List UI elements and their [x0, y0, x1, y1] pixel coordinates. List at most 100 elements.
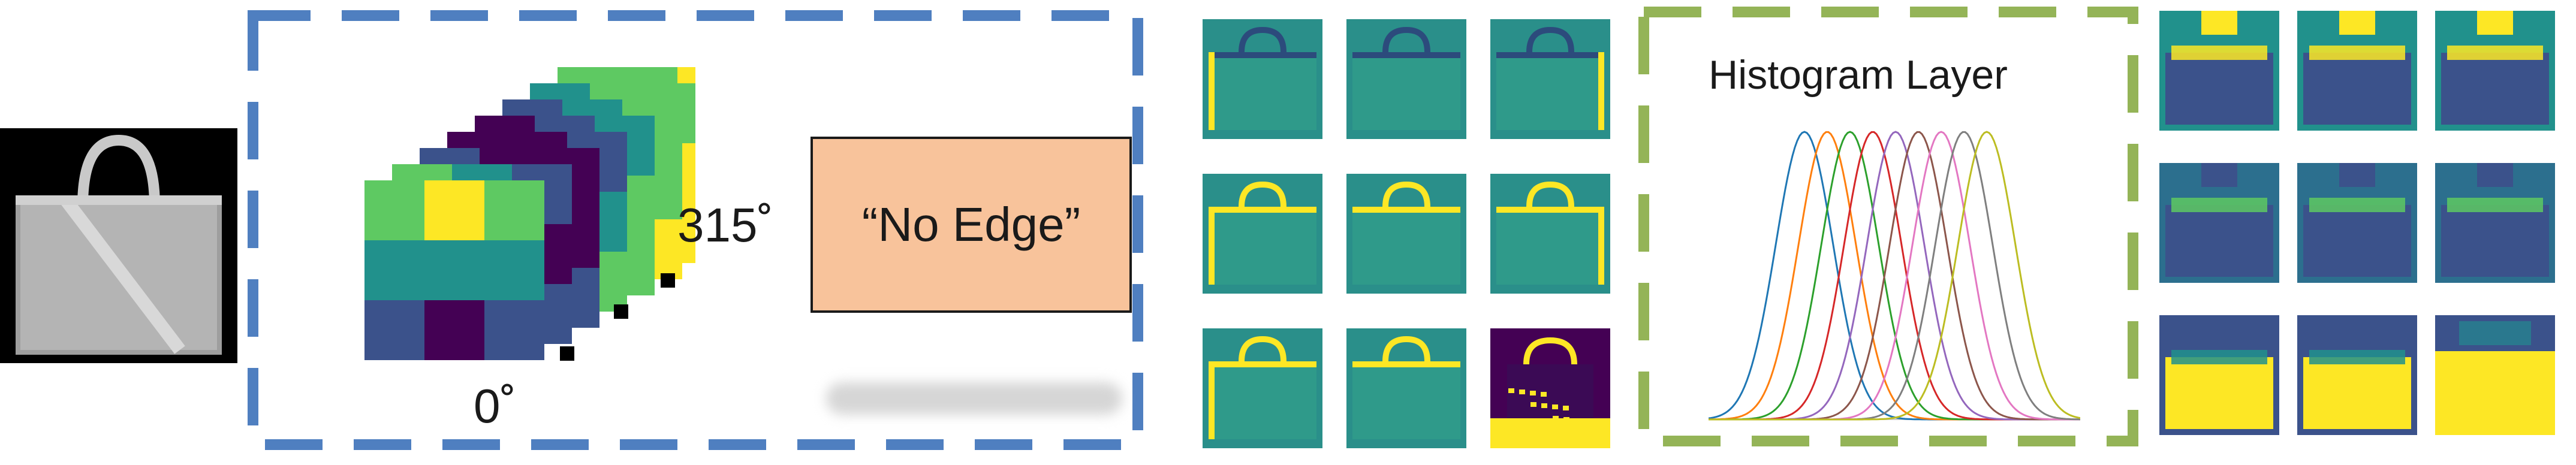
histogram-map [2435, 163, 2555, 283]
feature-map-handle [1239, 336, 1287, 362]
ellipsis-dot [661, 273, 675, 288]
feature-map-edge [1352, 52, 1460, 58]
kernel-cell [484, 240, 544, 300]
histogram-map-body [2165, 357, 2273, 429]
histogram-map-body [2165, 205, 2273, 277]
feature-map-edge [1209, 361, 1215, 439]
angle-start-label: 0˚ [474, 379, 517, 433]
kernel-cell [424, 240, 484, 300]
histogram-map [2297, 163, 2417, 283]
feature-map-handle [1526, 26, 1574, 53]
feature-map-handle [1382, 181, 1430, 207]
feature-map [1490, 174, 1610, 294]
histogram-map-fill [2459, 321, 2531, 345]
feature-map-body [1496, 207, 1604, 285]
histogram-map [2159, 315, 2279, 435]
histogram-map-band [2171, 350, 2267, 364]
ellipsis-dot [614, 304, 628, 319]
histogram-map-body [2441, 205, 2549, 277]
feature-map-edge [1496, 207, 1604, 213]
histogram-bin-curve [1709, 131, 2080, 421]
feature-map-body [1352, 207, 1460, 285]
feature-map-edge [1598, 207, 1604, 285]
histogram-map-handle [2201, 11, 2237, 35]
feature-map-handle [1523, 337, 1577, 365]
feature-map-edge [1209, 207, 1215, 285]
edge-kernel-stack [364, 67, 695, 360]
feature-map-speck [1508, 388, 1514, 393]
histogram-map-band [2309, 350, 2405, 364]
histogram-map-body [2303, 205, 2411, 277]
edge-kernel-panel-border [248, 10, 1143, 450]
kernel-cell [364, 300, 424, 360]
no-edge-box: “No Edge” [811, 137, 1132, 313]
histogram-bin-curve [1709, 131, 2080, 421]
histogram-map [2435, 11, 2555, 131]
histogram-panel-border [1638, 7, 2138, 446]
histogram-bin-curve [1709, 131, 2080, 421]
kernel-cell [484, 180, 544, 240]
feature-map-edge [1209, 52, 1316, 58]
feature-map-handle [1239, 181, 1287, 207]
feature-map [1490, 19, 1610, 139]
histogram-map-handle [2477, 163, 2513, 187]
histogram-map-fill [2435, 351, 2555, 435]
feature-map-body [1209, 361, 1316, 439]
kernel-grid [364, 180, 544, 360]
feature-map-speck [1530, 402, 1536, 407]
kernel-cell [424, 180, 484, 240]
feature-map [1490, 328, 1610, 448]
histogram-map [2159, 163, 2279, 283]
feature-map-edge [1496, 52, 1604, 58]
histogram-bin-curve [1709, 131, 2080, 421]
feature-map-body [1209, 52, 1316, 130]
feature-map [1203, 174, 1322, 294]
feature-map-band [1490, 418, 1610, 448]
feature-map [1203, 19, 1322, 139]
feature-map [1203, 328, 1322, 448]
ellipsis-dot [560, 346, 574, 361]
kernel-cell [424, 300, 484, 360]
feature-map-edge [1352, 207, 1460, 213]
histogram-map-band [2309, 46, 2405, 60]
feature-map-body [1496, 52, 1604, 130]
feature-map-speck [1519, 389, 1525, 394]
histogram-bin-curve [1709, 131, 2080, 421]
histogram-map-band [2171, 46, 2267, 60]
feature-map-edge [1209, 361, 1316, 367]
histogram-map-body [2303, 53, 2411, 125]
histogram-bin-curve [1709, 131, 2080, 421]
histogram-map [2435, 315, 2555, 435]
no-edge-shadow [826, 382, 1122, 415]
histogram-map-handle [2201, 163, 2237, 187]
histogram-map-handle [2339, 315, 2375, 339]
histogram-map-handle [2201, 315, 2237, 339]
feature-map-body [1209, 207, 1316, 285]
feature-map [1346, 328, 1466, 448]
feature-map-grid [1203, 19, 1610, 448]
feature-map-handle [1382, 26, 1430, 53]
feature-map-edge [1209, 52, 1215, 130]
histogram-bin-curve [1709, 131, 2080, 421]
feature-map-speck [1541, 392, 1547, 397]
feature-map-speck [1552, 404, 1558, 409]
histogram-map-band [2309, 198, 2405, 212]
histogram-map [2159, 11, 2279, 131]
feature-map-edge [1352, 361, 1460, 367]
no-edge-label: “No Edge” [861, 198, 1081, 251]
histogram-map-band [2171, 198, 2267, 212]
feature-map-speck [1530, 391, 1536, 395]
feature-map-body [1352, 361, 1460, 439]
kernel-cell [484, 300, 544, 360]
histogram-bin-curve [1709, 131, 2080, 421]
input-bag-image [0, 128, 237, 363]
feature-map-handle [1526, 181, 1574, 207]
histogram-curves [1709, 131, 2080, 421]
kernel-cell [364, 240, 424, 300]
histogram-map-body [2303, 357, 2411, 429]
histogram-map [2297, 315, 2417, 435]
feature-map-body [1352, 52, 1460, 130]
feature-map-edge [1209, 207, 1316, 213]
feature-map-handle [1382, 336, 1430, 362]
feature-map-speck [1563, 406, 1569, 410]
